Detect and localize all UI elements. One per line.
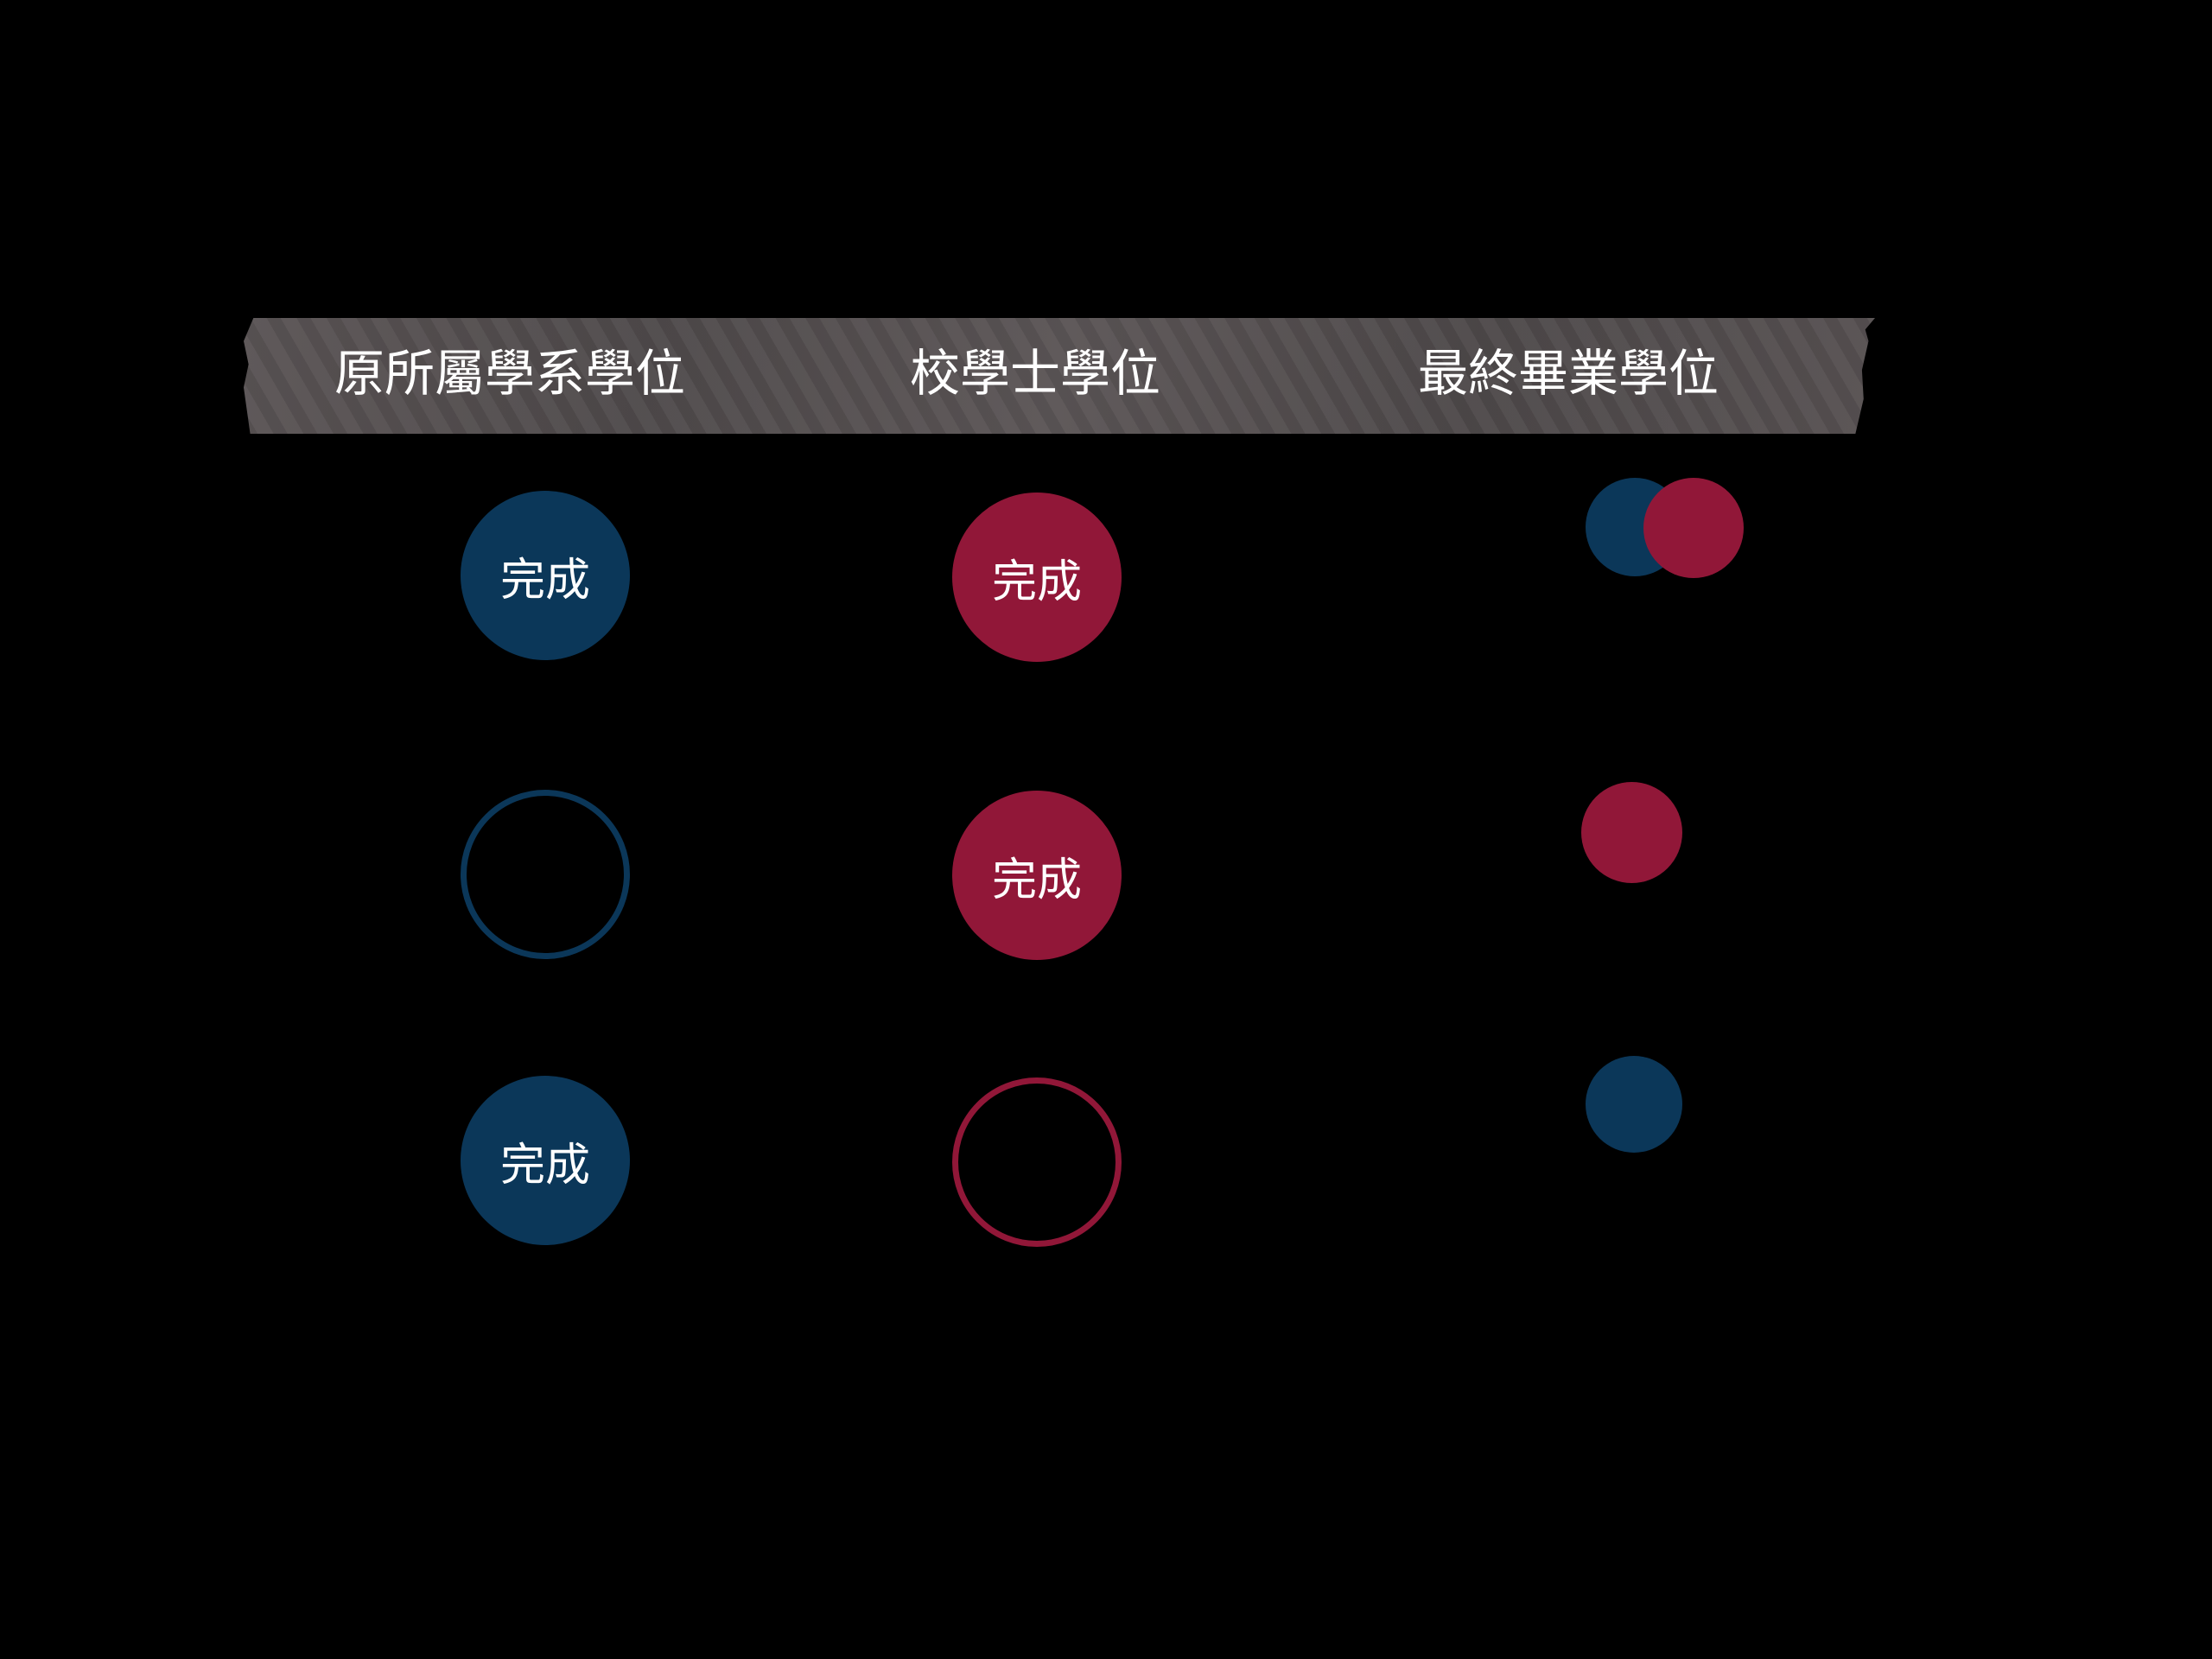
- row3-final-navy-dot: [1586, 1056, 1682, 1153]
- row1-final-crimson-dot: [1643, 478, 1744, 578]
- row1-original-dept-complete-circle: 完成: [461, 491, 630, 660]
- row3-school-bachelor-empty-circle: [952, 1077, 1122, 1247]
- column-header-original-dept: 原所屬學系學位: [334, 344, 686, 403]
- row2-original-dept-empty-circle: [461, 790, 630, 959]
- row2-final-crimson-dot: [1581, 782, 1682, 883]
- complete-label: 完成: [991, 556, 1082, 608]
- header-banner: [244, 318, 1875, 434]
- complete-label: 完成: [499, 1139, 590, 1192]
- row2-school-bachelor-complete-circle: 完成: [952, 791, 1122, 960]
- row1-school-bachelor-complete-circle: 完成: [952, 493, 1122, 662]
- column-header-final-degree: 最終畢業學位: [1417, 344, 1719, 403]
- row3-original-dept-complete-circle: 完成: [461, 1076, 630, 1245]
- column-header-school-bachelor: 校學士學位: [909, 344, 1161, 403]
- complete-label: 完成: [499, 554, 590, 607]
- complete-label: 完成: [991, 854, 1082, 906]
